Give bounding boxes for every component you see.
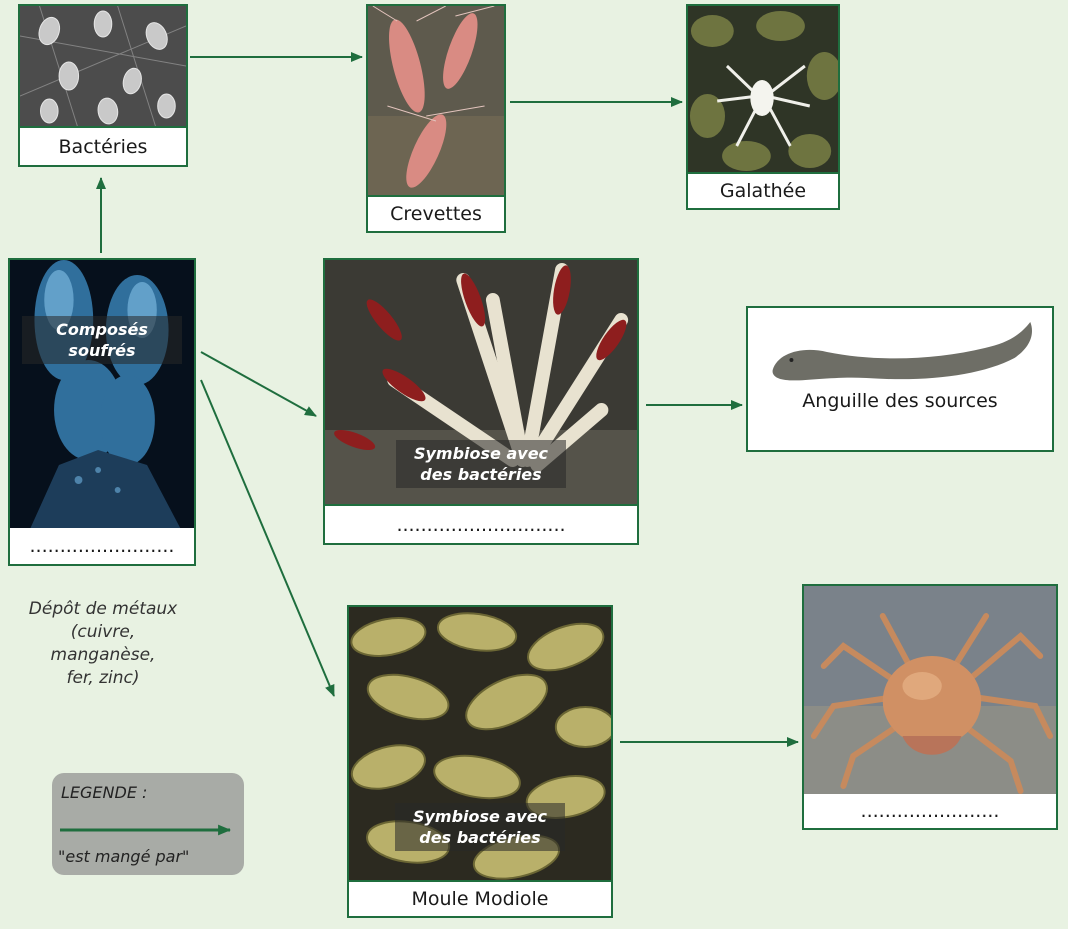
node-moule-modiole: Symbiose avec des bactéries Moule Modiol… [347, 605, 613, 918]
smoker-photo [10, 260, 194, 530]
caption-crevettes: Crevettes [368, 195, 504, 231]
crab-photo [804, 586, 1056, 795]
node-crabe: ....................... [802, 584, 1058, 830]
arrow-composes-to-moule [201, 380, 334, 696]
node-bacteries: Bactéries [18, 4, 188, 167]
overlay-composes-soufres: Composés soufrés [22, 316, 182, 364]
legend-meaning: "est mangé par" [58, 847, 189, 866]
eel-photo [748, 308, 1052, 390]
node-crevettes: Crevettes [366, 4, 506, 233]
node-galathee: Galathée [686, 4, 840, 210]
legend: LEGENDE : "est mangé par" [52, 773, 244, 875]
node-vers-tubicoles: Symbiose avec des bactéries ............… [323, 258, 639, 545]
caption-crabe: ....................... [804, 794, 1056, 828]
caption-moule-modiole: Moule Modiole [349, 880, 611, 916]
arrow-composes-to-vers [201, 352, 316, 416]
galathee-photo [688, 6, 838, 175]
node-composes-soufres: Composés soufrés .......................… [8, 258, 196, 566]
caption-composes-soufres: ........................ [10, 528, 194, 564]
metal-deposit-note: Dépôt de métaux (cuivre, manganèse, fer,… [0, 598, 206, 690]
caption-anguille: Anguille des sources [748, 386, 1052, 450]
bacteria-photo [20, 6, 186, 130]
caption-bacteries: Bactéries [20, 126, 186, 165]
caption-vers-tubicoles: ............................ [325, 504, 637, 543]
node-anguille: Anguille des sources [746, 306, 1054, 452]
overlay-moule-symbiose: Symbiose avec des bactéries [395, 803, 565, 851]
caption-galathee: Galathée [688, 172, 838, 208]
overlay-vers-symbiose: Symbiose avec des bactéries [396, 440, 566, 488]
shrimp-photo [368, 6, 504, 197]
